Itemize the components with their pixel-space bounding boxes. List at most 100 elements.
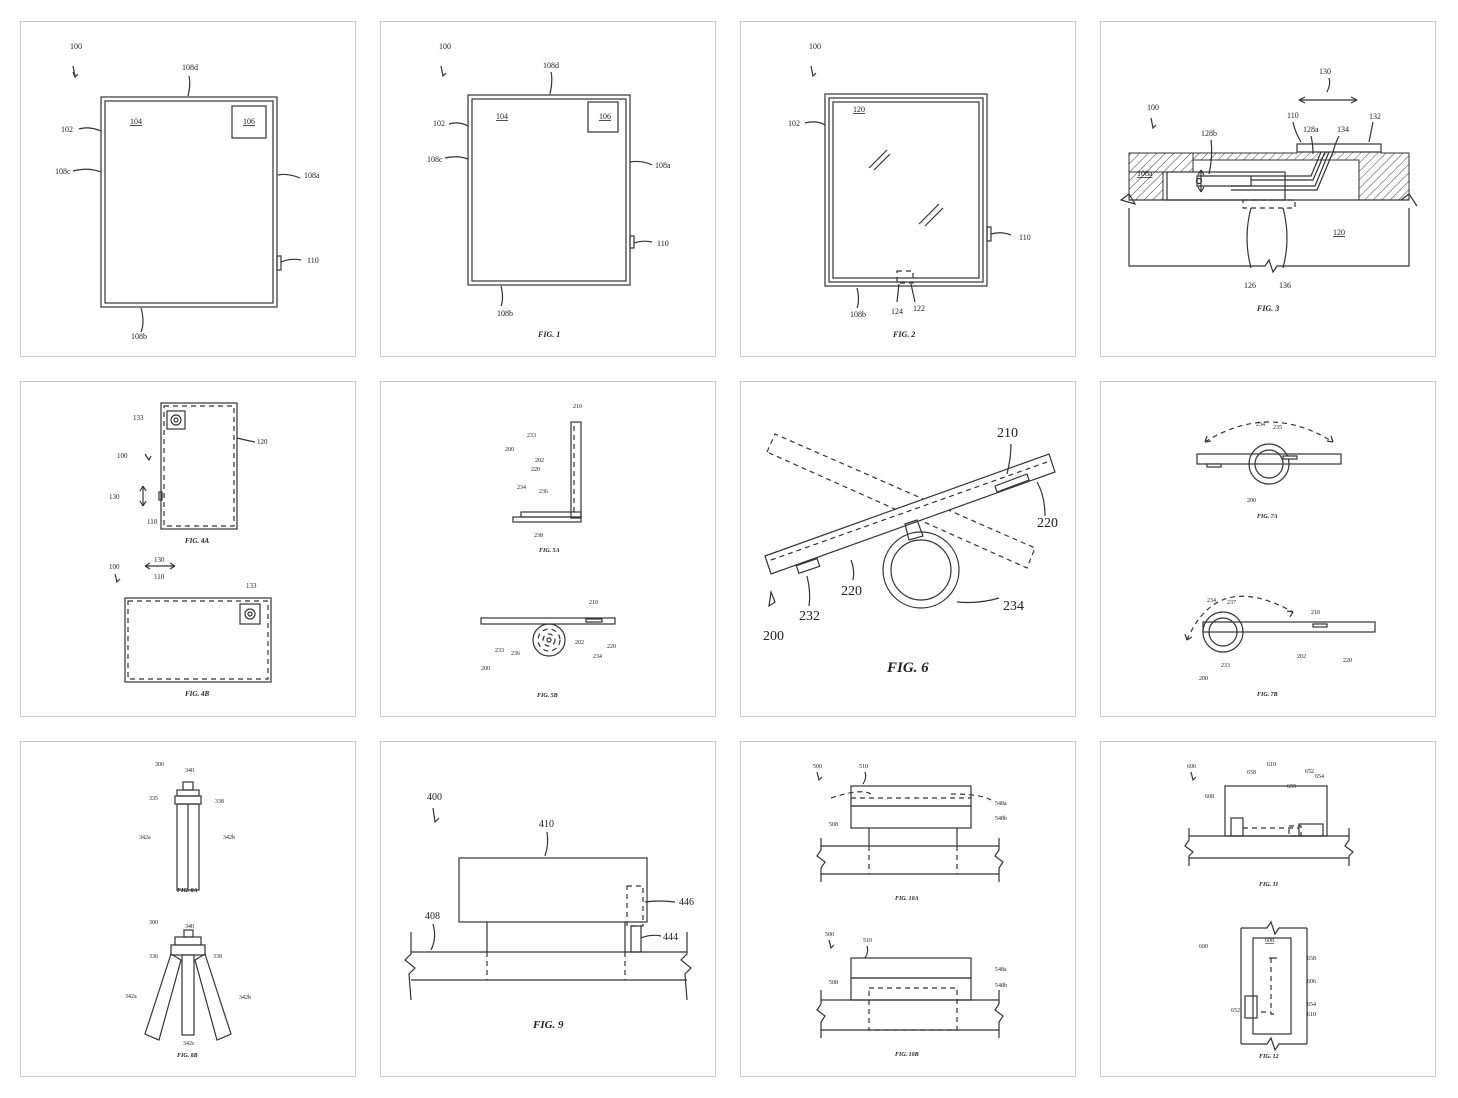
label: 444 xyxy=(663,932,678,943)
label: 122 xyxy=(913,304,925,313)
label: 100 xyxy=(117,452,128,460)
figure-caption: FIG. 10A xyxy=(895,896,919,902)
mount-view-10a xyxy=(816,785,1004,882)
label: 108b xyxy=(850,310,866,319)
label: 136 xyxy=(1279,281,1291,290)
label: 133 xyxy=(133,414,144,422)
label: 233 xyxy=(1221,663,1230,669)
label: 234 xyxy=(1256,422,1265,428)
label: 236 xyxy=(511,651,520,657)
label: 126 xyxy=(1244,281,1256,290)
label: 102 xyxy=(433,119,445,128)
label: 210 xyxy=(573,404,582,410)
label: 130 xyxy=(109,493,120,501)
label: 548a xyxy=(995,801,1007,807)
label: 510 xyxy=(863,938,872,944)
label: 108c xyxy=(55,167,71,176)
device-front-view xyxy=(467,94,635,286)
label: 100 xyxy=(70,42,82,51)
label: 110 xyxy=(147,518,158,526)
label: 342a xyxy=(139,835,151,841)
label: 233 xyxy=(527,433,536,439)
patent-figure-panel-1: 100 108d 102 104 106 108c 108a 110 108b xyxy=(20,21,356,357)
label: 232 xyxy=(799,609,820,624)
figure-caption: FIG. 5B xyxy=(537,693,558,699)
patent-figure-panel-3: 100 102 120 110 108b 124 122 FIG. 2 xyxy=(740,21,1076,357)
label: 659 xyxy=(1287,784,1296,790)
label: 237 xyxy=(1227,600,1236,606)
label: 120 xyxy=(257,438,268,446)
device-front-view xyxy=(100,96,282,308)
label: 104 xyxy=(130,117,142,126)
label: 234 xyxy=(1207,598,1216,604)
label: 100 xyxy=(109,563,120,571)
figure-caption: FIG. 12 xyxy=(1259,1054,1279,1060)
label: 548b xyxy=(995,983,1007,989)
label: 234 xyxy=(593,654,602,660)
figure-caption: FIG. 2 xyxy=(892,330,915,339)
label: 220 xyxy=(1343,658,1352,664)
label: 300 xyxy=(149,920,158,926)
figure-caption: FIG. 1 xyxy=(537,330,560,339)
label: 220 xyxy=(531,467,540,473)
label: 600 xyxy=(1187,764,1196,770)
figure-caption: FIG. 7B xyxy=(1257,692,1278,698)
label: 446 xyxy=(679,897,694,908)
label: 200 xyxy=(1247,498,1256,504)
label: 220 xyxy=(1037,516,1058,531)
label: 200 xyxy=(1199,676,1208,682)
figure-caption: FIG. 7A xyxy=(1257,514,1278,520)
label: 210 xyxy=(997,426,1018,441)
label: 652 xyxy=(1305,769,1314,775)
label: 110 xyxy=(657,239,669,248)
label: 658 xyxy=(1247,770,1256,776)
label: 342b xyxy=(223,835,235,841)
label: 110 xyxy=(154,573,165,581)
figure-caption: FIG. 4A xyxy=(185,537,209,545)
label: 210 xyxy=(589,600,598,606)
label: 336 xyxy=(149,954,158,960)
patent-figure-panel-12: 600 610 658 652 654 608 659 FIG. 11 600 … xyxy=(1100,741,1436,1077)
label: 120 xyxy=(1333,228,1345,237)
label: 340 xyxy=(185,768,194,774)
label: 110 xyxy=(1287,111,1299,120)
label: 100 xyxy=(809,42,821,51)
label: 108b xyxy=(497,309,513,318)
stand-side-view-upright xyxy=(512,421,582,523)
patent-figure-panel-11: 500 510 548a 548b 508 FIG. 10A 500 510 5… xyxy=(740,741,1076,1077)
device-portrait-view xyxy=(139,402,238,530)
label: 236 xyxy=(539,489,548,495)
label: 654 xyxy=(1307,1002,1316,1008)
label: 235 xyxy=(1273,425,1282,431)
label: 200 xyxy=(481,666,490,672)
label: 120 xyxy=(853,105,865,114)
label: 233 xyxy=(495,648,504,654)
label: 108a xyxy=(304,171,320,180)
label: 340 xyxy=(185,924,194,930)
label: 108a xyxy=(655,161,671,170)
figure-caption: FIG. 11 xyxy=(1259,882,1278,888)
figure-caption: FIG. 8B xyxy=(177,1053,198,1059)
label: 108d xyxy=(543,61,559,70)
patent-figure-panel-10: 400 410 446 408 444 FIG. 9 xyxy=(380,741,716,1077)
label: 300 xyxy=(155,762,164,768)
label: 202 xyxy=(535,458,544,464)
label: 608 xyxy=(1205,794,1214,800)
label: 210 xyxy=(1311,610,1320,616)
label: 610 xyxy=(1307,1012,1316,1018)
label: 410 xyxy=(539,819,554,830)
cross-section-view xyxy=(1119,96,1418,274)
stand-tilt-view xyxy=(764,433,1056,609)
label: 110 xyxy=(1019,233,1031,242)
label: 548a xyxy=(995,967,1007,973)
label: 500 xyxy=(813,764,822,770)
figure-caption: FIG. 5A xyxy=(539,548,560,554)
label: 128b xyxy=(1201,129,1217,138)
label: 508 xyxy=(829,822,838,828)
mount-view-12 xyxy=(1240,920,1308,1052)
figure-caption: FIG. 10B xyxy=(895,1052,919,1058)
label: 654 xyxy=(1315,774,1324,780)
label: 102 xyxy=(788,119,800,128)
mount-on-surface-view xyxy=(404,857,692,1001)
label: 134 xyxy=(1337,125,1349,134)
